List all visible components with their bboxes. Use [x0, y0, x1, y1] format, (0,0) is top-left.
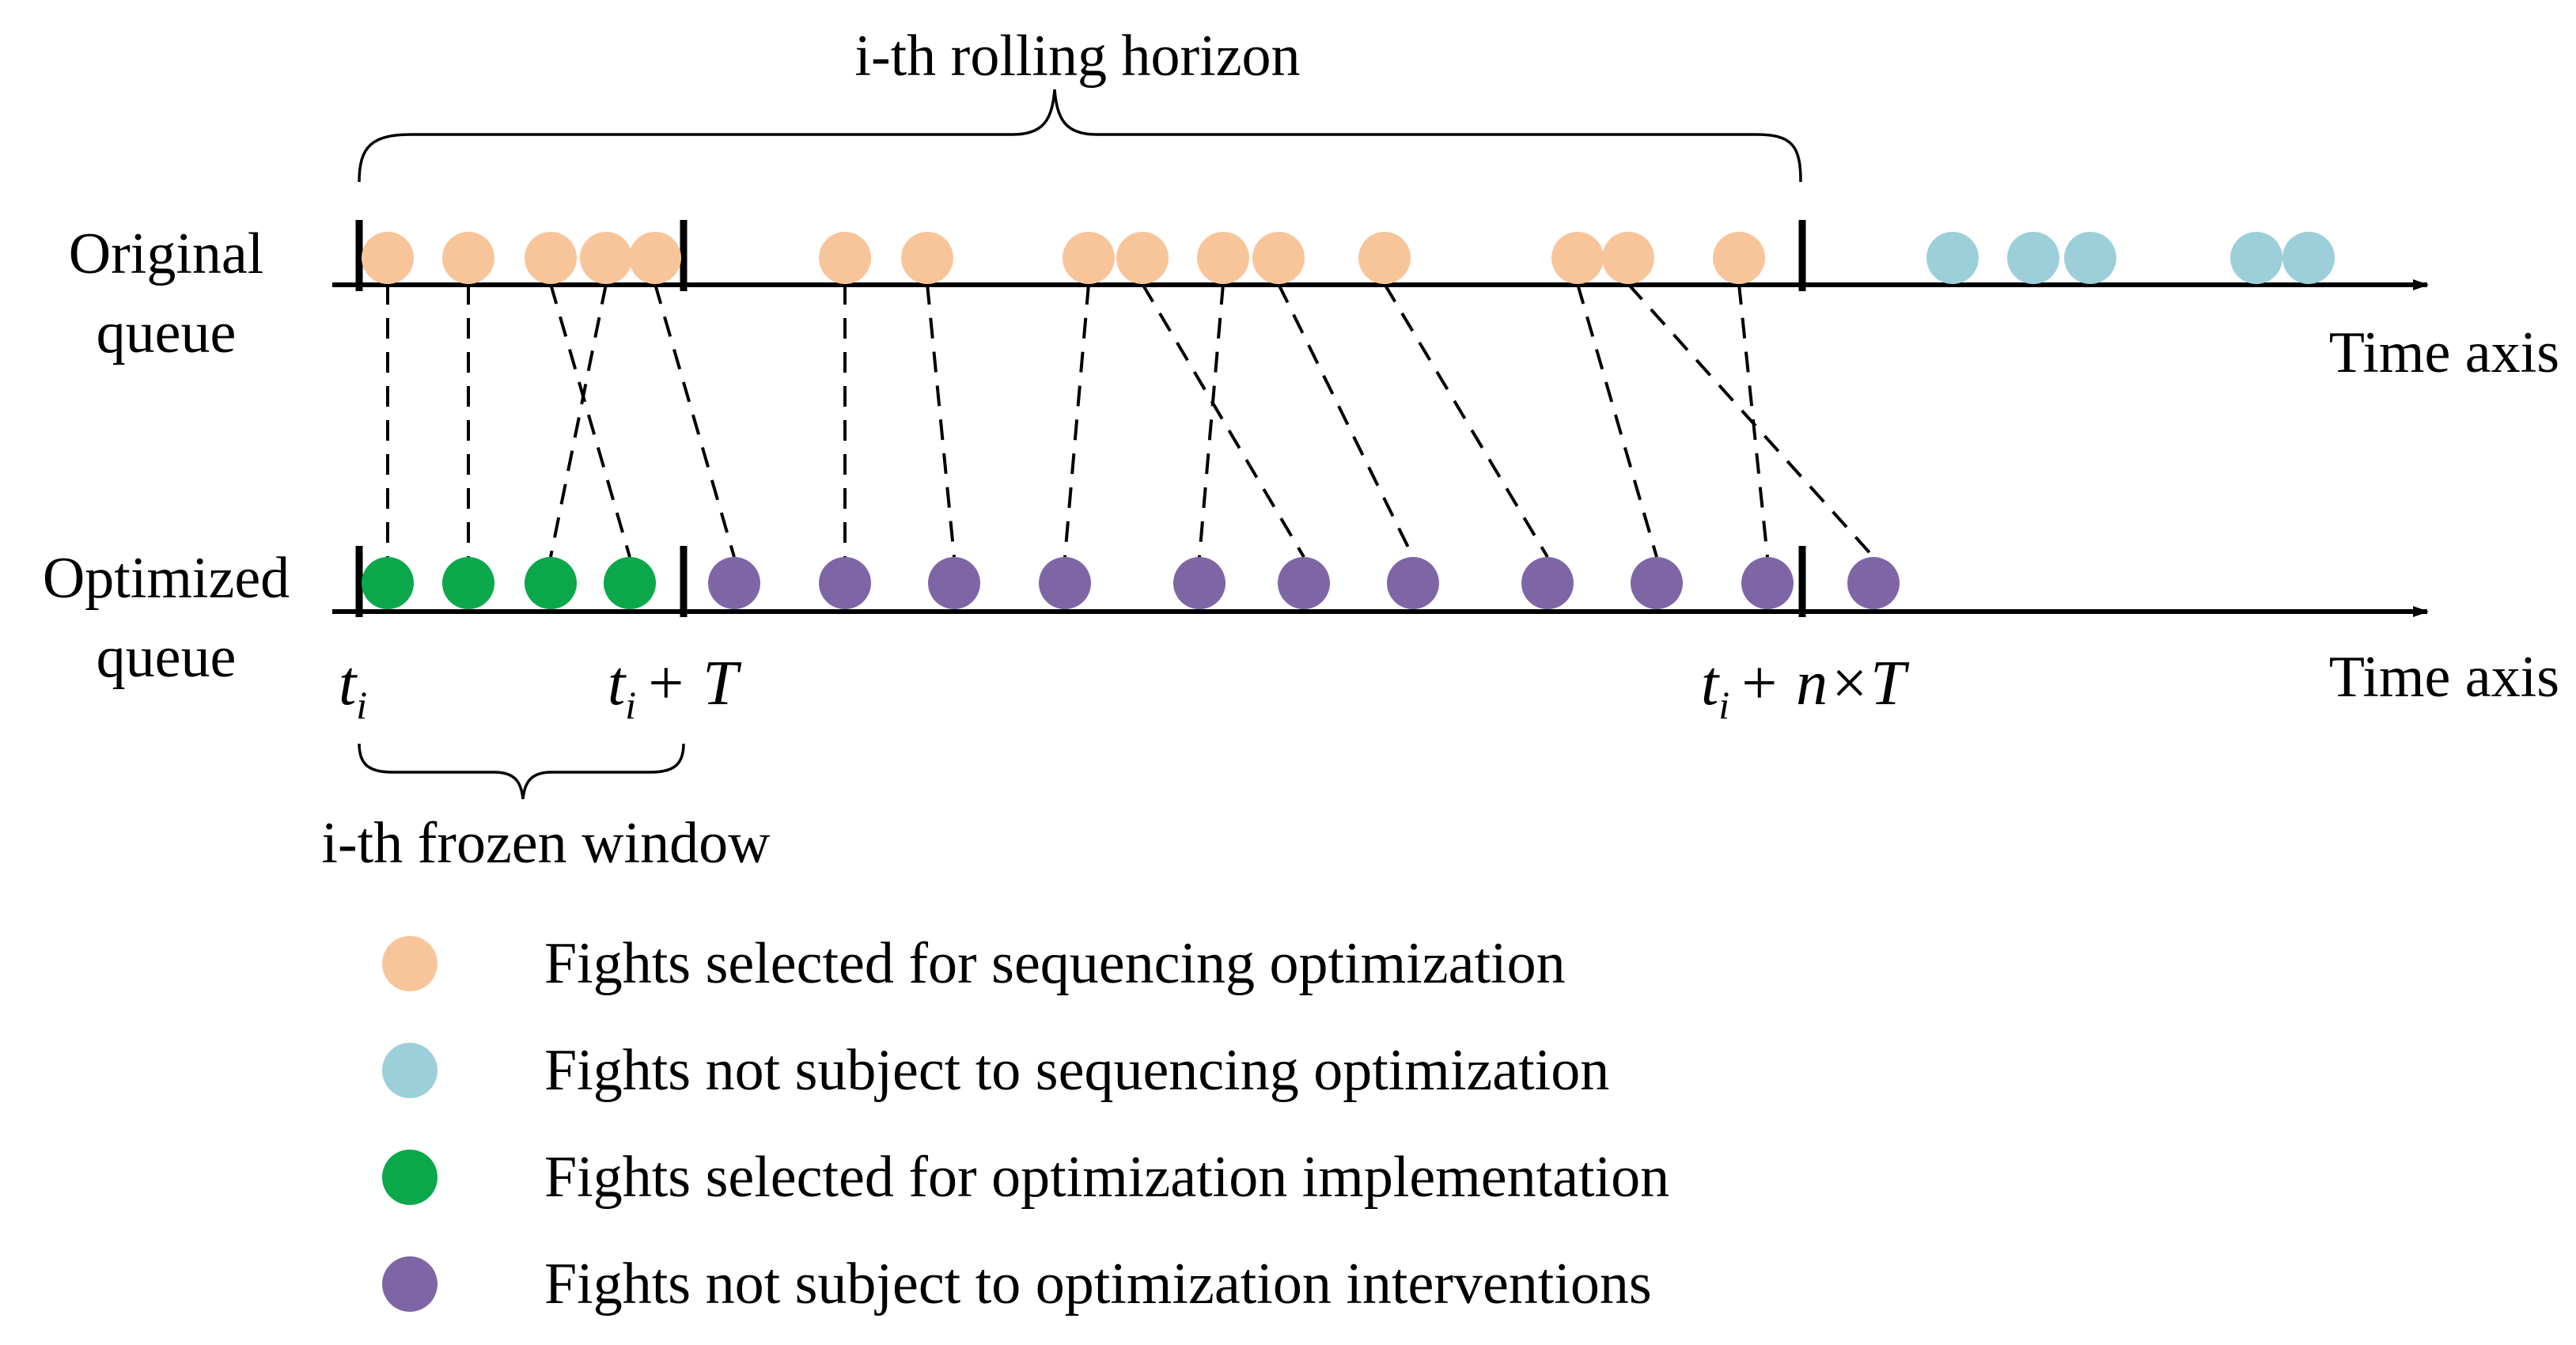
optimized-queue-label-line2: queue	[97, 625, 237, 690]
flight-dot-not-subject-to-sequencing	[2282, 232, 2335, 284]
flight-dot-selected-for-implementation	[604, 557, 656, 609]
flight-dot-not-subject-to-interventions	[819, 557, 871, 609]
legend-label: Fights not subject to optimization inter…	[544, 1252, 1652, 1317]
flight-dot-selected-for-sequencing	[1252, 232, 1305, 284]
original-queue-label-line2: queue	[97, 301, 237, 366]
reorder-connector	[549, 283, 631, 558]
legend-swatch	[382, 1256, 438, 1312]
legend-swatch	[382, 1043, 438, 1098]
legend-label: Fights selected for optimization impleme…	[544, 1145, 1669, 1210]
rolling-horizon-brace	[358, 89, 1802, 183]
t-i-plus-nT-offset: + n×T	[1737, 649, 1910, 718]
optimized-time-axis-label: Time axis	[2329, 645, 2559, 710]
legend: Fights selected for sequencing optimizat…	[382, 931, 1669, 1317]
legend-item: Fights selected for sequencing optimizat…	[382, 931, 1566, 996]
t-i-subscript: i	[356, 683, 367, 727]
reorder-connector	[1383, 282, 1549, 559]
flight-dot-not-subject-to-sequencing	[2064, 232, 2116, 284]
legend-item: Fights not subject to sequencing optimiz…	[382, 1038, 1609, 1103]
flight-dot-selected-for-sequencing	[629, 232, 681, 284]
flight-dot-selected-for-sequencing	[1358, 232, 1411, 284]
t-i-plus-T-offset: + T	[644, 649, 742, 718]
reorder-connector	[1737, 283, 1769, 558]
t-i-plus-T-symbol: t	[608, 649, 627, 718]
frozen-window-label: i-th frozen window	[321, 811, 771, 876]
reorder-connectors	[386, 282, 1875, 559]
flight-dot-selected-for-sequencing	[1197, 232, 1249, 284]
reorder-connector	[1198, 283, 1225, 558]
t-i-plus-nT-symbol: t	[1701, 649, 1720, 718]
flight-dot-not-subject-to-interventions	[708, 557, 760, 609]
flight-dot-not-subject-to-sequencing	[1926, 232, 1979, 284]
flight-dot-not-subject-to-interventions	[1387, 557, 1439, 609]
flight-dot-selected-for-sequencing	[901, 232, 953, 284]
flight-dot-selected-for-sequencing	[1551, 232, 1604, 284]
flight-dot-not-subject-to-sequencing	[2230, 232, 2282, 284]
optimized-queue-label-line1: Optimized	[43, 546, 290, 611]
flight-dot-selected-for-sequencing	[362, 232, 414, 284]
flight-dot-not-subject-to-interventions	[1173, 557, 1225, 609]
flight-dot-not-subject-to-interventions	[928, 557, 980, 609]
t-i-plus-T-label: ti+ T	[608, 649, 742, 727]
reorder-connector	[653, 283, 736, 558]
reorder-connector	[1277, 283, 1415, 558]
original-time-axis-label: Time axis	[2329, 320, 2559, 385]
flight-dot-not-subject-to-interventions	[1741, 557, 1794, 609]
reorder-connector	[549, 283, 608, 558]
reorder-connector	[1141, 282, 1305, 559]
flight-dot-selected-for-implementation	[362, 557, 414, 609]
flight-dot-selected-for-sequencing	[580, 232, 632, 284]
optimized-queue-flights	[362, 557, 1900, 609]
flight-dot-not-subject-to-sequencing	[2007, 232, 2059, 284]
reorder-connector	[1627, 282, 1875, 559]
rolling-horizon-label: i-th rolling horizon	[854, 24, 1300, 89]
t-i-plus-T-subscript: i	[625, 683, 636, 727]
flight-dot-selected-for-sequencing	[1116, 232, 1169, 284]
flight-dot-not-subject-to-interventions	[1278, 557, 1330, 609]
t-i-symbol: t	[339, 649, 358, 718]
flight-dot-selected-for-sequencing	[1063, 232, 1115, 284]
flight-dot-not-subject-to-interventions	[1039, 557, 1091, 609]
legend-swatch	[382, 1150, 438, 1205]
flight-dot-not-subject-to-interventions	[1521, 557, 1574, 609]
legend-label: Fights selected for sequencing optimizat…	[544, 931, 1566, 996]
original-queue-flights	[362, 232, 2335, 284]
t-i-plus-nT-label: ti+ n×T	[1701, 649, 1910, 727]
flight-dot-selected-for-sequencing	[819, 232, 871, 284]
legend-item: Fights selected for optimization impleme…	[382, 1145, 1669, 1210]
flight-dot-not-subject-to-interventions	[1847, 557, 1900, 609]
original-queue-label-line1: Original	[69, 222, 264, 286]
reorder-connector	[1063, 283, 1090, 558]
flight-dot-selected-for-sequencing	[1602, 232, 1654, 284]
legend-item: Fights not subject to optimization inter…	[382, 1252, 1652, 1317]
flight-dot-selected-for-sequencing	[525, 232, 577, 284]
frozen-window-brace	[358, 743, 685, 800]
flight-dot-selected-for-implementation	[525, 557, 577, 609]
t-i-plus-nT-subscript: i	[1718, 683, 1729, 727]
flight-dot-not-subject-to-interventions	[1631, 557, 1683, 609]
t-i-label: ti	[339, 649, 367, 727]
flight-dot-selected-for-sequencing	[442, 232, 494, 284]
legend-swatch	[382, 936, 438, 991]
legend-label: Fights not subject to sequencing optimiz…	[544, 1038, 1609, 1103]
flight-dot-selected-for-implementation	[442, 557, 494, 609]
reorder-connector	[1576, 283, 1658, 558]
flight-dot-selected-for-sequencing	[1713, 232, 1765, 284]
reorder-connector	[926, 283, 956, 558]
